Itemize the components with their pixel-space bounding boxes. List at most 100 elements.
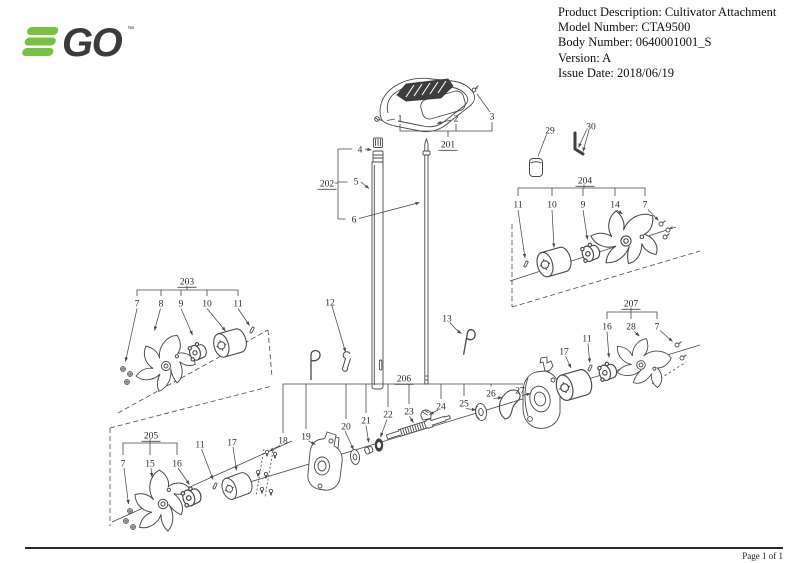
issue-date-line: Issue Date: 2018/06/19 [558,65,674,80]
group-204-boundary-dashed [511,224,701,308]
bolt-7 [658,220,667,227]
part-callout: 10 [202,300,212,310]
screw-18 [268,488,274,497]
part-callout: 21 [361,417,371,427]
sleeve-29 [529,158,543,177]
guard-screw-1 [374,116,383,122]
part-callout: 11 [195,441,204,451]
part-callout: 9 [179,300,184,310]
part-callout: 11 [233,300,242,310]
logo-go-text: GO [62,21,123,65]
group-203-axis-dashed [117,329,269,414]
tube-slot [378,359,383,371]
gasket-26 [498,389,521,420]
ego-logo: GO ™ [8,10,158,70]
group-label: 204 [578,177,593,187]
tine-blade-14 [584,194,675,285]
part-callout: 29 [545,127,555,137]
screw-18 [264,449,270,458]
part-callout: 12 [325,299,335,309]
group-205-boundary-dashed [109,385,273,526]
part-callout: 24 [436,403,446,413]
part-callout: 7 [643,201,648,211]
gearbox-housing-19 [307,431,343,491]
part-callout: 16 [602,323,612,333]
bracket-202 [334,148,352,220]
screw-18 [259,486,265,495]
drum-10 [533,244,575,280]
outer-tube [371,161,384,390]
drum-10 [210,326,250,360]
product-description-line: Product Description: Cultivator Attachme… [558,5,777,19]
part-callout: 17 [227,439,237,449]
callout-leader-lines [123,93,673,505]
part-callout: 7 [655,323,660,333]
bolt-7 [674,341,683,348]
part-callout: 26 [486,390,496,400]
logo-trademark: ™ [127,26,134,33]
part-callout: 28 [626,323,636,333]
part-callout: 23 [404,408,414,418]
part-callout: 16 [172,460,182,470]
part-callout: 2 [454,115,459,125]
part-callout: 6 [352,216,357,226]
group-203-tine-assembly [120,326,255,400]
bracket-207 [606,307,658,319]
ego-logo-graphic: GO ™ [22,21,134,65]
pin-11 [249,326,255,334]
nut-7 [120,366,126,372]
part-callout: 5 [354,178,359,188]
group-201-guard [374,77,479,133]
part-callout: 4 [358,146,363,156]
part-callout: 30 [586,123,596,133]
cotter-pin-13 [462,329,476,355]
group-label: 203 [180,278,195,288]
logo-e-bars [22,27,59,56]
group-205-axis [111,440,293,523]
pin-11 [587,364,593,372]
part-callout: 19 [301,433,311,443]
model-number-line: Model Number: CTA9500 [558,20,691,35]
group-205-tine-assembly [123,465,256,536]
guard-tread-stripes [405,80,447,98]
loose-parts [310,131,585,380]
part-callout: 14 [610,201,620,211]
part-callout: 20 [341,423,351,433]
tine-blade-8 [133,326,203,400]
guard-screw-3 [471,85,479,93]
part-callout: 17 [559,348,569,358]
bracket-201 [399,122,493,137]
nut-7 [127,508,133,514]
group-label: 201 [441,141,456,151]
hub-16 [596,359,619,383]
part-callout: 25 [459,400,469,410]
clip-12 [341,351,351,372]
part-callout: 18 [278,437,288,447]
nut-7 [127,371,133,377]
nut-7 [124,379,130,385]
hex-key-30 [573,131,585,156]
part-callout: 7 [135,300,140,310]
part-callout: 22 [383,411,393,421]
part-callout: 27 [515,387,525,397]
guard-inner-line [386,83,469,128]
bolt-7 [679,354,688,361]
bolt-7 [665,226,674,233]
gearbox-housing-27 [522,356,561,429]
shaft-coupler [372,150,384,163]
part-callout: 11 [582,335,591,345]
cotter-pin-middle [310,349,321,380]
bushing-21 [364,446,374,455]
bracket-206 [282,383,523,433]
part-callout: 1 [398,115,403,125]
part-callout: 9 [581,201,586,211]
washer-disc-20 [349,449,361,465]
bolt-7 [662,233,671,240]
part-callout: 3 [490,113,495,123]
pin-11 [523,260,529,268]
nut-7 [130,524,136,530]
shaft-collar [422,150,431,156]
screw-18 [272,451,278,460]
dome-nut-24 [420,409,432,421]
